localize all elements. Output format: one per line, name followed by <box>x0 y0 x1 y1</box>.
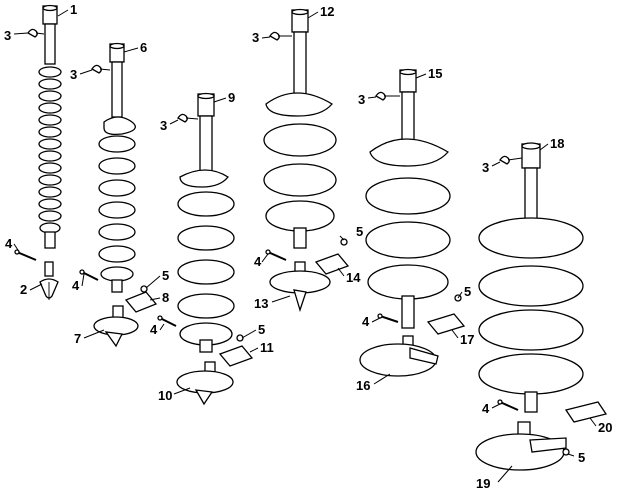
auger-15 <box>359 68 466 377</box>
callout-8: 8 <box>162 290 169 305</box>
callout-5-e: 5 <box>578 450 585 465</box>
blade-20 <box>562 401 608 456</box>
callout-4-b: 4 <box>72 278 80 293</box>
callout-13: 13 <box>254 296 268 311</box>
auger-15-flights <box>365 138 451 300</box>
callout-4-f: 4 <box>482 401 490 416</box>
auger-9-flights <box>177 169 235 346</box>
callout-3: 3 <box>4 28 11 43</box>
callout-3-f: 3 <box>482 160 489 175</box>
callout-20: 20 <box>598 420 612 435</box>
callout-12: 12 <box>320 4 334 19</box>
blade-17 <box>426 294 466 335</box>
callout-18: 18 <box>550 136 564 151</box>
bolt-4-auger-12 <box>265 249 287 261</box>
callout-1: 1 <box>70 2 77 17</box>
callout-15: 15 <box>428 66 442 81</box>
leader-lines <box>13 9 597 483</box>
pin-3-auger-9 <box>177 113 199 123</box>
pin-3-auger-1 <box>27 28 45 38</box>
pin-3-auger-12 <box>269 31 292 41</box>
blade-11 <box>218 334 254 367</box>
auger-18-flights <box>478 217 584 395</box>
bolt-4-auger-15 <box>377 313 399 323</box>
callout-16: 16 <box>356 378 370 393</box>
callout-4: 4 <box>5 236 13 251</box>
callout-3-c: 3 <box>160 118 167 133</box>
callout-3-b: 3 <box>70 67 77 82</box>
blade-14 <box>314 238 350 275</box>
callout-6: 6 <box>140 40 147 55</box>
callout-5-b: 5 <box>258 322 265 337</box>
callout-2: 2 <box>20 282 27 297</box>
callout-5-c: 5 <box>356 224 363 239</box>
callout-labels: 1 2 3 4 6 7 3 4 5 8 4 9 3 10 5 11 12 3 4… <box>4 2 612 491</box>
pilot-point-2 <box>39 261 59 300</box>
auger-12 <box>263 8 350 313</box>
callout-4-c: 4 <box>150 322 158 337</box>
callout-3-e: 3 <box>358 92 365 107</box>
cutter-head-13 <box>269 261 331 313</box>
pin-3-auger-15 <box>375 91 400 101</box>
auger-6-flights <box>98 116 136 282</box>
auger-1 <box>14 4 62 300</box>
callout-4-d: 4 <box>254 254 262 269</box>
callout-9: 9 <box>228 90 235 105</box>
bolt-4-auger-1 <box>14 249 37 261</box>
auger-6 <box>79 42 177 348</box>
callout-5: 5 <box>162 268 169 283</box>
bolt-4b <box>157 315 177 327</box>
bolt-4-auger-6 <box>79 269 99 281</box>
pin-3-auger-18 <box>499 155 523 165</box>
callout-3-d: 3 <box>252 30 259 45</box>
callout-19: 19 <box>476 476 490 491</box>
callout-4-e: 4 <box>362 314 370 329</box>
auger-1-flights <box>38 66 62 234</box>
bolt-4-auger-18 <box>497 399 519 411</box>
cutter-head-16 <box>359 335 439 377</box>
callout-7: 7 <box>74 331 81 346</box>
pin-3-auger-6 <box>91 64 111 74</box>
cutter-head-10 <box>176 361 234 406</box>
callout-10: 10 <box>158 388 172 403</box>
callout-11: 11 <box>260 340 274 355</box>
callout-14: 14 <box>346 270 361 285</box>
callout-5-d: 5 <box>464 284 471 299</box>
cutter-head-7 <box>93 305 139 348</box>
callout-17: 17 <box>460 332 474 347</box>
auger-9 <box>176 92 254 406</box>
blade-8 <box>124 285 158 313</box>
auger-12-flights <box>263 92 337 232</box>
cutter-head-19 <box>475 421 567 471</box>
auger-18 <box>475 142 608 471</box>
